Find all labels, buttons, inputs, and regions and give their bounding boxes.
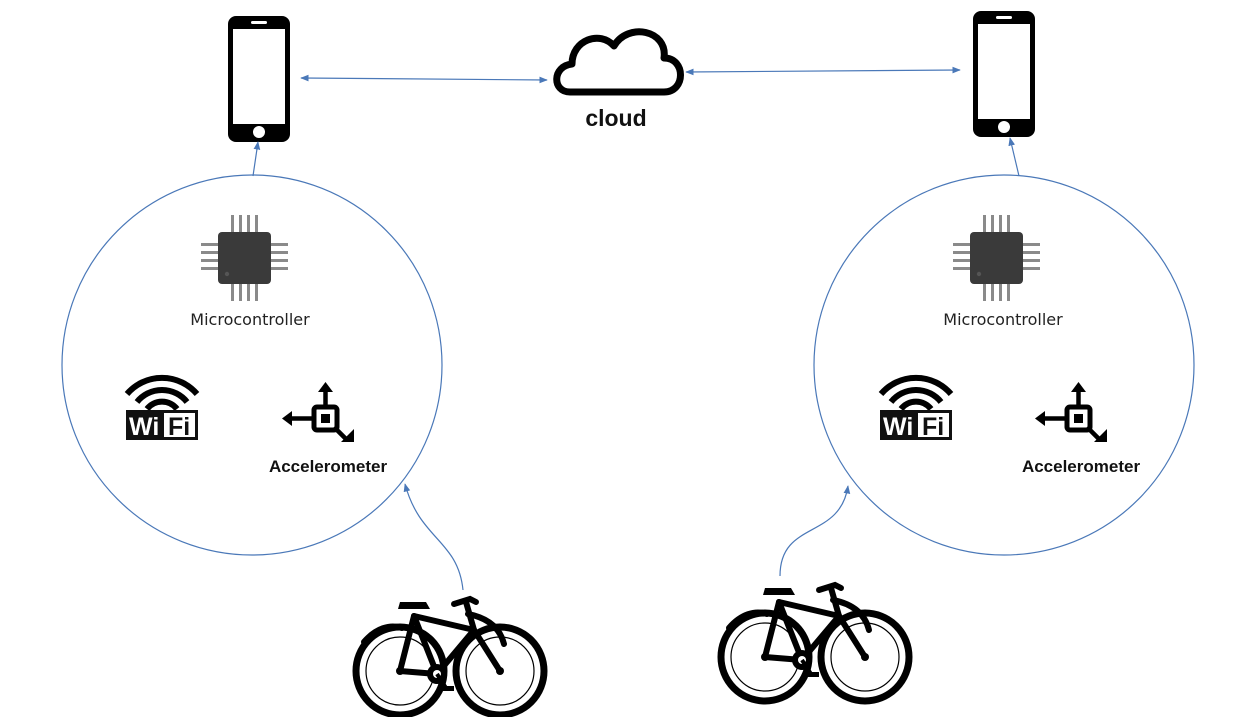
svg-text:Wi: Wi [883, 413, 913, 441]
sensor-node-right: Microcontroller Wi Fi Accelerometer [813, 174, 1195, 556]
link-node-right-phone [1008, 137, 1020, 177]
svg-text:Wi: Wi [129, 413, 159, 441]
link-phone-left-cloud [300, 74, 548, 84]
accelerometer-label: Accelerometer [269, 457, 388, 476]
cloud-label: cloud [585, 105, 646, 131]
accelerometer-label: Accelerometer [1022, 457, 1141, 476]
chip-icon [201, 215, 288, 301]
chip-icon [953, 215, 1040, 301]
svg-text:Fi: Fi [922, 413, 944, 441]
bicycle-left-icon [356, 599, 544, 715]
microcontroller-label: Microcontroller [190, 310, 310, 329]
accelerometer-icon [1035, 382, 1107, 442]
cloud-icon [553, 28, 684, 96]
link-bicycle-right-node [779, 485, 851, 577]
svg-text:Fi: Fi [168, 413, 190, 441]
node-boundary [61, 174, 443, 556]
link-node-left-phone [252, 141, 261, 177]
smartphone-left-icon [228, 16, 290, 142]
link-cloud-phone-right [685, 66, 961, 76]
smartphone-right-icon [973, 11, 1035, 137]
bicycle-right-icon [721, 585, 909, 701]
link-bicycle-left-node [403, 483, 464, 591]
wifi-icon: Wi Fi [877, 368, 955, 444]
sensor-node-left: Microcontroller Wi Fi Accelerometer [61, 174, 443, 556]
node-boundary [813, 174, 1195, 556]
accelerometer-icon [282, 382, 354, 442]
wifi-icon: Wi Fi [123, 368, 201, 444]
microcontroller-label: Microcontroller [943, 310, 1063, 329]
